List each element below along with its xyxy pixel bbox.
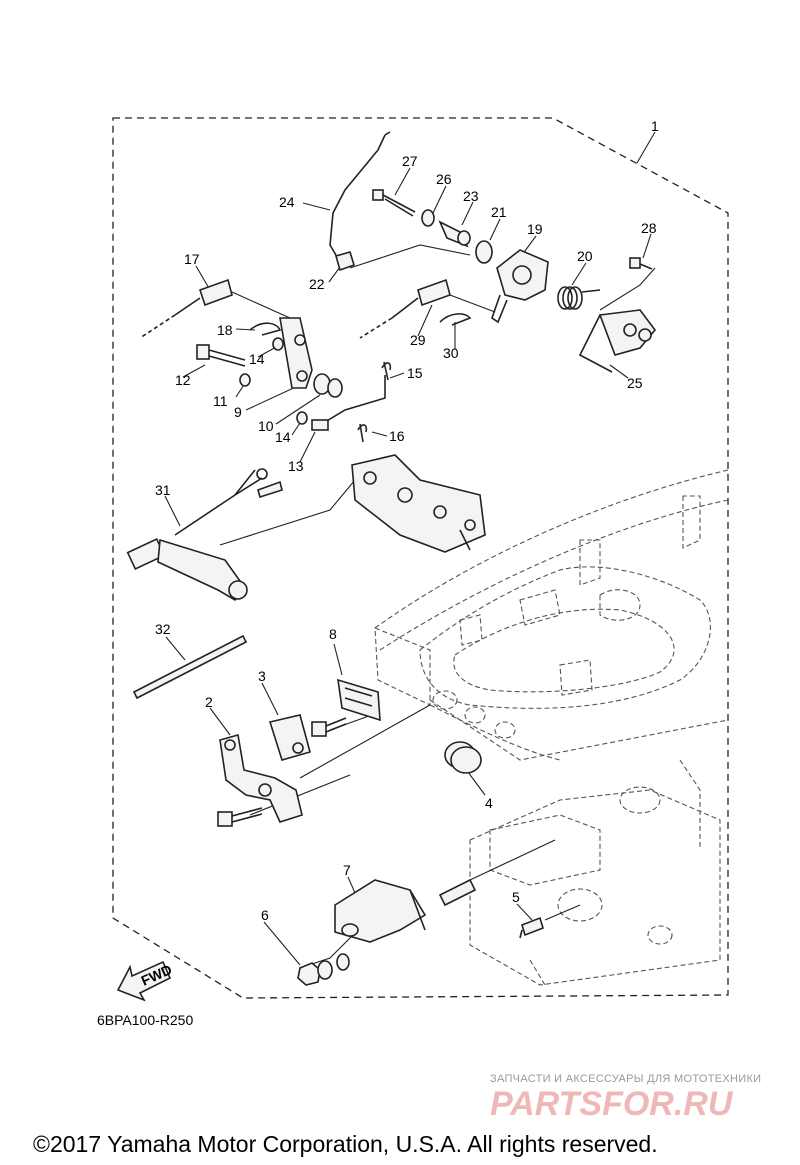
- callout-13: 13: [288, 458, 304, 474]
- part-3-plate: [268, 714, 311, 761]
- part-28-bolt: [629, 257, 653, 270]
- part-26-washer: [421, 209, 435, 227]
- callout-28: 28: [641, 220, 657, 236]
- part-20-spring: [557, 286, 601, 310]
- spring-pin: [438, 878, 477, 907]
- part-14-washer-b: [296, 411, 308, 425]
- callout-24: 24: [279, 194, 295, 210]
- callout-8: 8: [329, 626, 337, 642]
- callout-16: 16: [389, 428, 405, 444]
- part-7-bracket: [334, 879, 427, 943]
- part-22-clip: [335, 251, 355, 272]
- part-23-collar: [438, 220, 471, 248]
- callout-12: 12: [175, 372, 191, 388]
- part-17-cable-joint: [139, 278, 233, 339]
- watermark-tagline: ЗАПЧАСТИ И АКСЕССУАРЫ ДЛЯ МОТОТЕХНИКИ: [490, 1073, 761, 1085]
- fwd-arrow-icon: [116, 960, 172, 1002]
- part-16-clip: [357, 423, 368, 443]
- part-6-nut: [297, 953, 350, 986]
- part-5-fitting: [519, 916, 544, 939]
- callout-19: 19: [527, 221, 543, 237]
- callout-7: 7: [343, 862, 351, 878]
- callout-3: 3: [258, 668, 266, 684]
- callout-14b: 14: [275, 429, 291, 445]
- callout-18: 18: [217, 322, 233, 338]
- part-32-rod: [132, 634, 248, 700]
- callout-27: 27: [402, 153, 418, 169]
- part-11-washer: [239, 373, 251, 387]
- part-2-bracket: [217, 733, 303, 827]
- part-15-clip: [381, 361, 392, 381]
- callout-5: 5: [512, 889, 520, 905]
- assembly-boundary: [112, 117, 729, 999]
- callout-32: 32: [155, 621, 171, 637]
- callout-20: 20: [577, 248, 593, 264]
- callout-15: 15: [407, 365, 423, 381]
- part-10-collar: [313, 373, 343, 398]
- part-24-rod: [329, 134, 386, 263]
- callout-25: 25: [627, 375, 643, 391]
- part-29-cable-joint: [359, 278, 451, 339]
- callout-23: 23: [463, 188, 479, 204]
- callout-1: 1: [651, 118, 659, 134]
- callout-29: 29: [410, 332, 426, 348]
- part-30-clip: [439, 313, 472, 326]
- callout-26: 26: [436, 171, 452, 187]
- part-4-grommet: [444, 741, 482, 774]
- callout-17: 17: [184, 251, 200, 267]
- callout-6: 6: [261, 907, 269, 923]
- copyright-text: ©2017 Yamaha Motor Corporation, U.S.A. A…: [33, 1131, 658, 1157]
- callout-22: 22: [309, 276, 325, 292]
- callout-30: 30: [443, 345, 459, 361]
- part-19-arm: [491, 249, 549, 324]
- callout-31: 31: [155, 482, 171, 498]
- part-8-plate: [311, 678, 381, 737]
- callout-4: 4: [485, 795, 493, 811]
- part-25-bracket: [578, 309, 657, 373]
- callout-10: 10: [258, 418, 274, 434]
- part-12-bolt: [196, 344, 246, 367]
- callout-labels: 1 2 3 4 5 6 7 8 9 10 11 12 13 14 14 15 1…: [155, 118, 659, 923]
- parts: [126, 131, 657, 986]
- part-9-lever: [279, 317, 313, 389]
- bottom-cowling-body: [374, 469, 729, 986]
- watermark-logo: PARTSFOR.RU: [490, 1085, 734, 1123]
- callout-9: 9: [234, 404, 242, 420]
- callout-21: 21: [491, 204, 507, 220]
- part-13-rod: [314, 375, 386, 429]
- diagram-code: 6BPA100-R250: [97, 1012, 193, 1028]
- callout-14a: 14: [249, 351, 265, 367]
- part-18-clip: [249, 322, 282, 336]
- callout-2: 2: [205, 694, 213, 710]
- shift-mechanism: [351, 454, 486, 553]
- part-31-switch: [126, 468, 283, 602]
- part-14-washer: [272, 337, 284, 351]
- callout-11: 11: [213, 393, 228, 409]
- part-21-washer: [475, 240, 493, 264]
- part-27-bolt: [372, 189, 416, 217]
